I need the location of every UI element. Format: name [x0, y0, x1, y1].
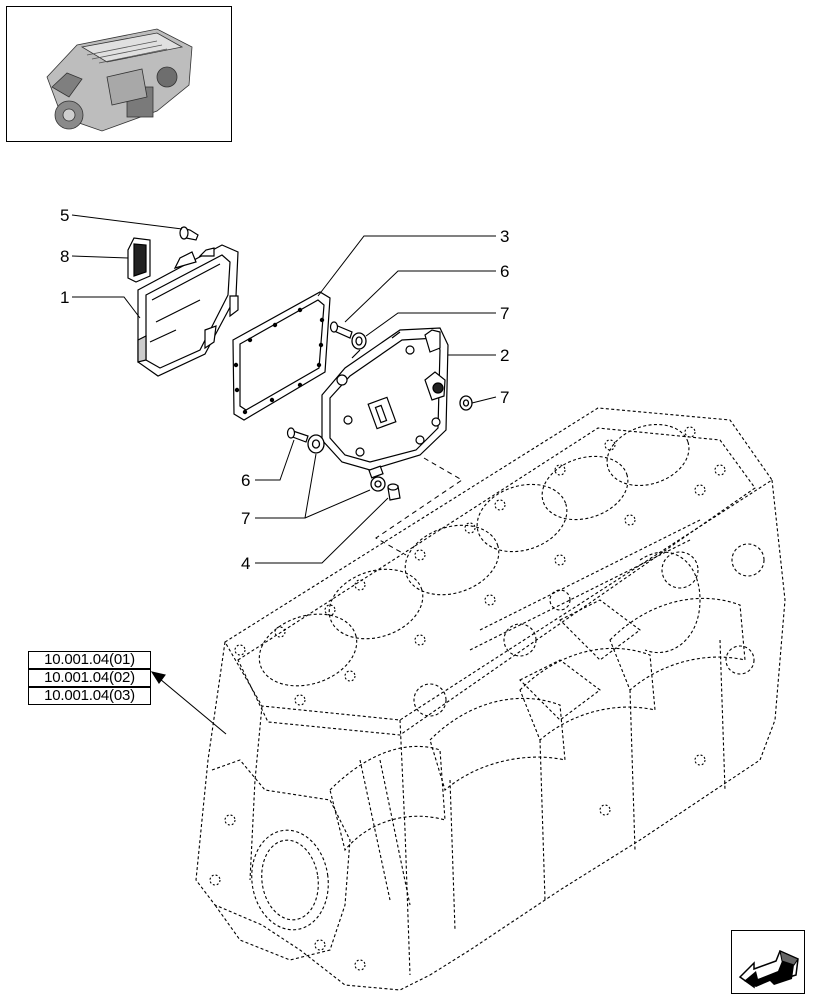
reference-arrow [150, 671, 227, 735]
engine-block [195, 407, 786, 991]
engine-thumbnail [6, 6, 232, 142]
next-page-arrow-icon [738, 949, 799, 989]
next-page-button[interactable] [731, 930, 805, 994]
callout-6-lower: 6 [241, 471, 250, 490]
part-7-seal-ring-upper [351, 332, 367, 350]
callout-7-lower: 7 [241, 509, 250, 528]
callout-8: 8 [60, 247, 69, 266]
part-4-plug [387, 483, 401, 501]
part-1-ecu [137, 244, 239, 377]
callout-7-upper: 7 [500, 304, 509, 323]
part-7-seal-ring-right [459, 395, 473, 411]
part-7-seal-ring-lower [370, 476, 386, 492]
part-3-gasket [232, 291, 331, 421]
part-8-plug [127, 237, 151, 283]
part-6-screw-upper [329, 321, 353, 339]
callout-2: 2 [500, 346, 509, 365]
leader-lines [71, 214, 497, 564]
reference-link-03[interactable]: 10.001.04(03) [28, 687, 151, 705]
reference-link-02[interactable]: 10.001.04(02) [28, 669, 151, 687]
engine-assembly-thumbnail-icon [46, 28, 193, 132]
part-5-screw [179, 226, 199, 241]
part-2-cooling-plate [321, 327, 449, 479]
reference-list: 10.001.04(01) 10.001.04(02) 10.001.04(03… [28, 651, 151, 705]
callout-1: 1 [60, 288, 69, 307]
callout-7-right: 7 [500, 388, 509, 407]
reference-link-01[interactable]: 10.001.04(01) [28, 651, 151, 669]
callout-6-upper: 6 [500, 262, 509, 281]
callout-4: 4 [241, 554, 250, 573]
part-7-seal-ring-lower-left [307, 434, 325, 454]
part-6-screw-lower [286, 427, 309, 443]
callout-3: 3 [500, 227, 509, 246]
callout-5: 5 [60, 206, 69, 225]
assembly-guide-lines [375, 457, 463, 556]
